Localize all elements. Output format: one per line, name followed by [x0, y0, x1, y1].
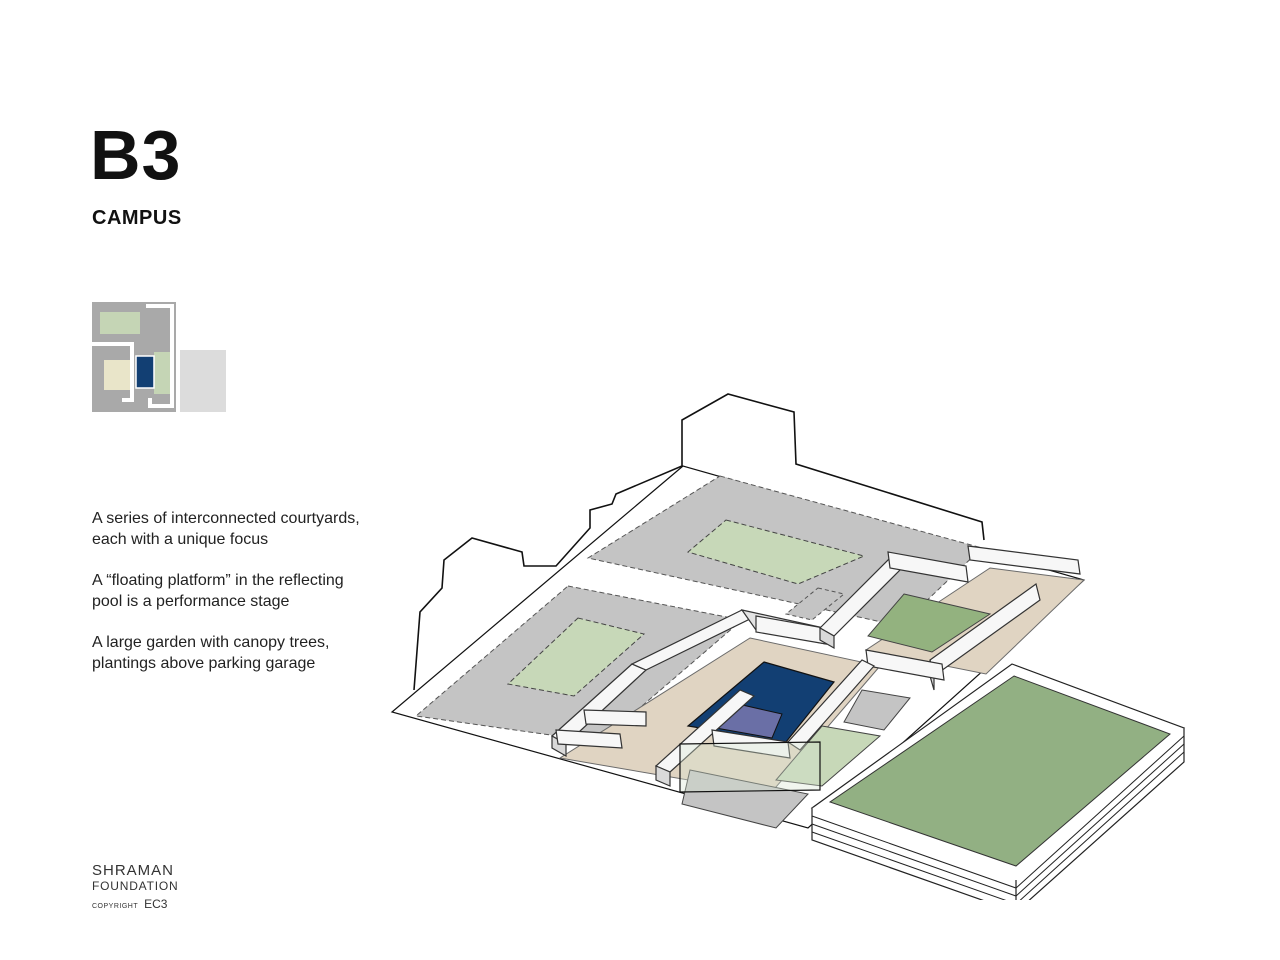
foundation-name-line2: FOUNDATION [92, 879, 179, 893]
description-paragraph: A series of interconnected courtyards, e… [92, 510, 360, 548]
garden-south [775, 725, 882, 787]
courtyard-lawn-west [506, 617, 646, 697]
key-plan-courtyard-west [104, 360, 130, 390]
key-plan-pool [135, 355, 155, 389]
courtyard-lawn-east [867, 593, 992, 653]
footer-credit: SHRAMAN FOUNDATION COPYRIGHT EC3 [92, 862, 178, 915]
building-bars [550, 545, 1081, 787]
key-plan-building-west [92, 342, 134, 402]
campus-axonometric [390, 393, 1186, 900]
glass-pavilion [679, 741, 821, 793]
project-subtitle: CAMPUS [92, 207, 182, 229]
context-outline [413, 393, 985, 691]
copyright-holder: EC3 [144, 897, 168, 911]
paving-south-east [843, 689, 911, 731]
description: A series of interconnected courtyards, e… [92, 508, 372, 694]
garage-roof-garden [828, 675, 1171, 867]
paving-small [784, 587, 846, 621]
copyright-label: COPYRIGHT [92, 903, 139, 910]
key-plan-thumbnail [92, 302, 226, 412]
project-code: B3 [90, 116, 182, 194]
paving-south [681, 769, 809, 829]
key-plan-building-east [146, 304, 174, 408]
foundation-name-line1: SHRAMAN [92, 862, 175, 879]
key-plan-garage [180, 350, 226, 412]
copyright: COPYRIGHT EC3 [92, 896, 178, 915]
description-paragraph: A “floating platform” in the reflecting … [92, 572, 344, 610]
key-plan-courtyard-north [100, 312, 140, 334]
description-paragraph: A large garden with canopy trees, planti… [92, 634, 330, 672]
courtyard-lawn-north [686, 519, 866, 585]
parking-garage [810, 663, 1186, 900]
key-plan-garden [154, 352, 172, 394]
